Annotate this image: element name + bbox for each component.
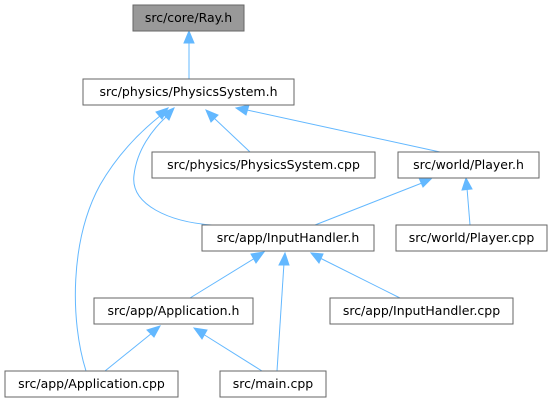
node-application-cpp-label: src/app/Application.cpp (18, 376, 165, 391)
edge-ray-physics-system-h (183, 29, 195, 79)
edges (74, 29, 473, 372)
node-ray-h-label: src/core/Ray.h (145, 10, 232, 25)
node-main-cpp-label: src/main.cpp (233, 376, 313, 391)
edge-application-h-main-cpp (192, 327, 263, 372)
node-main-cpp[interactable]: src/main.cpp (219, 370, 327, 398)
node-application-h-label: src/app/Application.h (108, 303, 240, 318)
edge-physics-system-h-player-h (234, 104, 441, 153)
node-input-handler-h[interactable]: src/app/InputHandler.h (201, 224, 375, 252)
edge-player-h-player-cpp (461, 176, 473, 226)
node-physics-system-h[interactable]: src/physics/PhysicsSystem.h (82, 78, 295, 106)
node-application-cpp[interactable]: src/app/Application.cpp (4, 370, 179, 398)
edge-input-handler-h-input-handler-cpp (309, 252, 401, 299)
node-physics-system-h-label: src/physics/PhysicsSystem.h (99, 84, 277, 99)
node-application-h[interactable]: src/app/Application.h (93, 297, 254, 325)
nodes: src/core/Ray.h src/physics/PhysicsSystem… (4, 4, 548, 398)
node-player-h[interactable]: src/world/Player.h (397, 151, 540, 179)
node-player-cpp-label: src/world/Player.cpp (409, 230, 535, 245)
edge-player-h-input-handler-h (314, 177, 434, 226)
edge-input-handler-h-application-h (189, 251, 266, 299)
node-input-handler-h-label: src/app/InputHandler.h (217, 230, 360, 245)
node-physics-system-cpp[interactable]: src/physics/PhysicsSystem.cpp (151, 151, 376, 179)
node-player-h-label: src/world/Player.h (413, 157, 524, 172)
edge-physics-system-h-application-cpp (74, 107, 170, 372)
node-ray-h[interactable]: src/core/Ray.h (132, 4, 245, 32)
edge-physics-system-h-input-handler-h (133, 107, 213, 226)
node-input-handler-cpp[interactable]: src/app/InputHandler.cpp (329, 297, 514, 325)
node-player-cpp[interactable]: src/world/Player.cpp (395, 224, 548, 252)
edge-application-h-application-cpp (104, 325, 162, 372)
node-physics-system-cpp-label: src/physics/PhysicsSystem.cpp (167, 157, 360, 172)
edge-input-handler-h-main-cpp (276, 251, 290, 372)
edge-physics-system-h-cpp (205, 109, 251, 153)
node-input-handler-cpp-label: src/app/InputHandler.cpp (343, 303, 500, 318)
